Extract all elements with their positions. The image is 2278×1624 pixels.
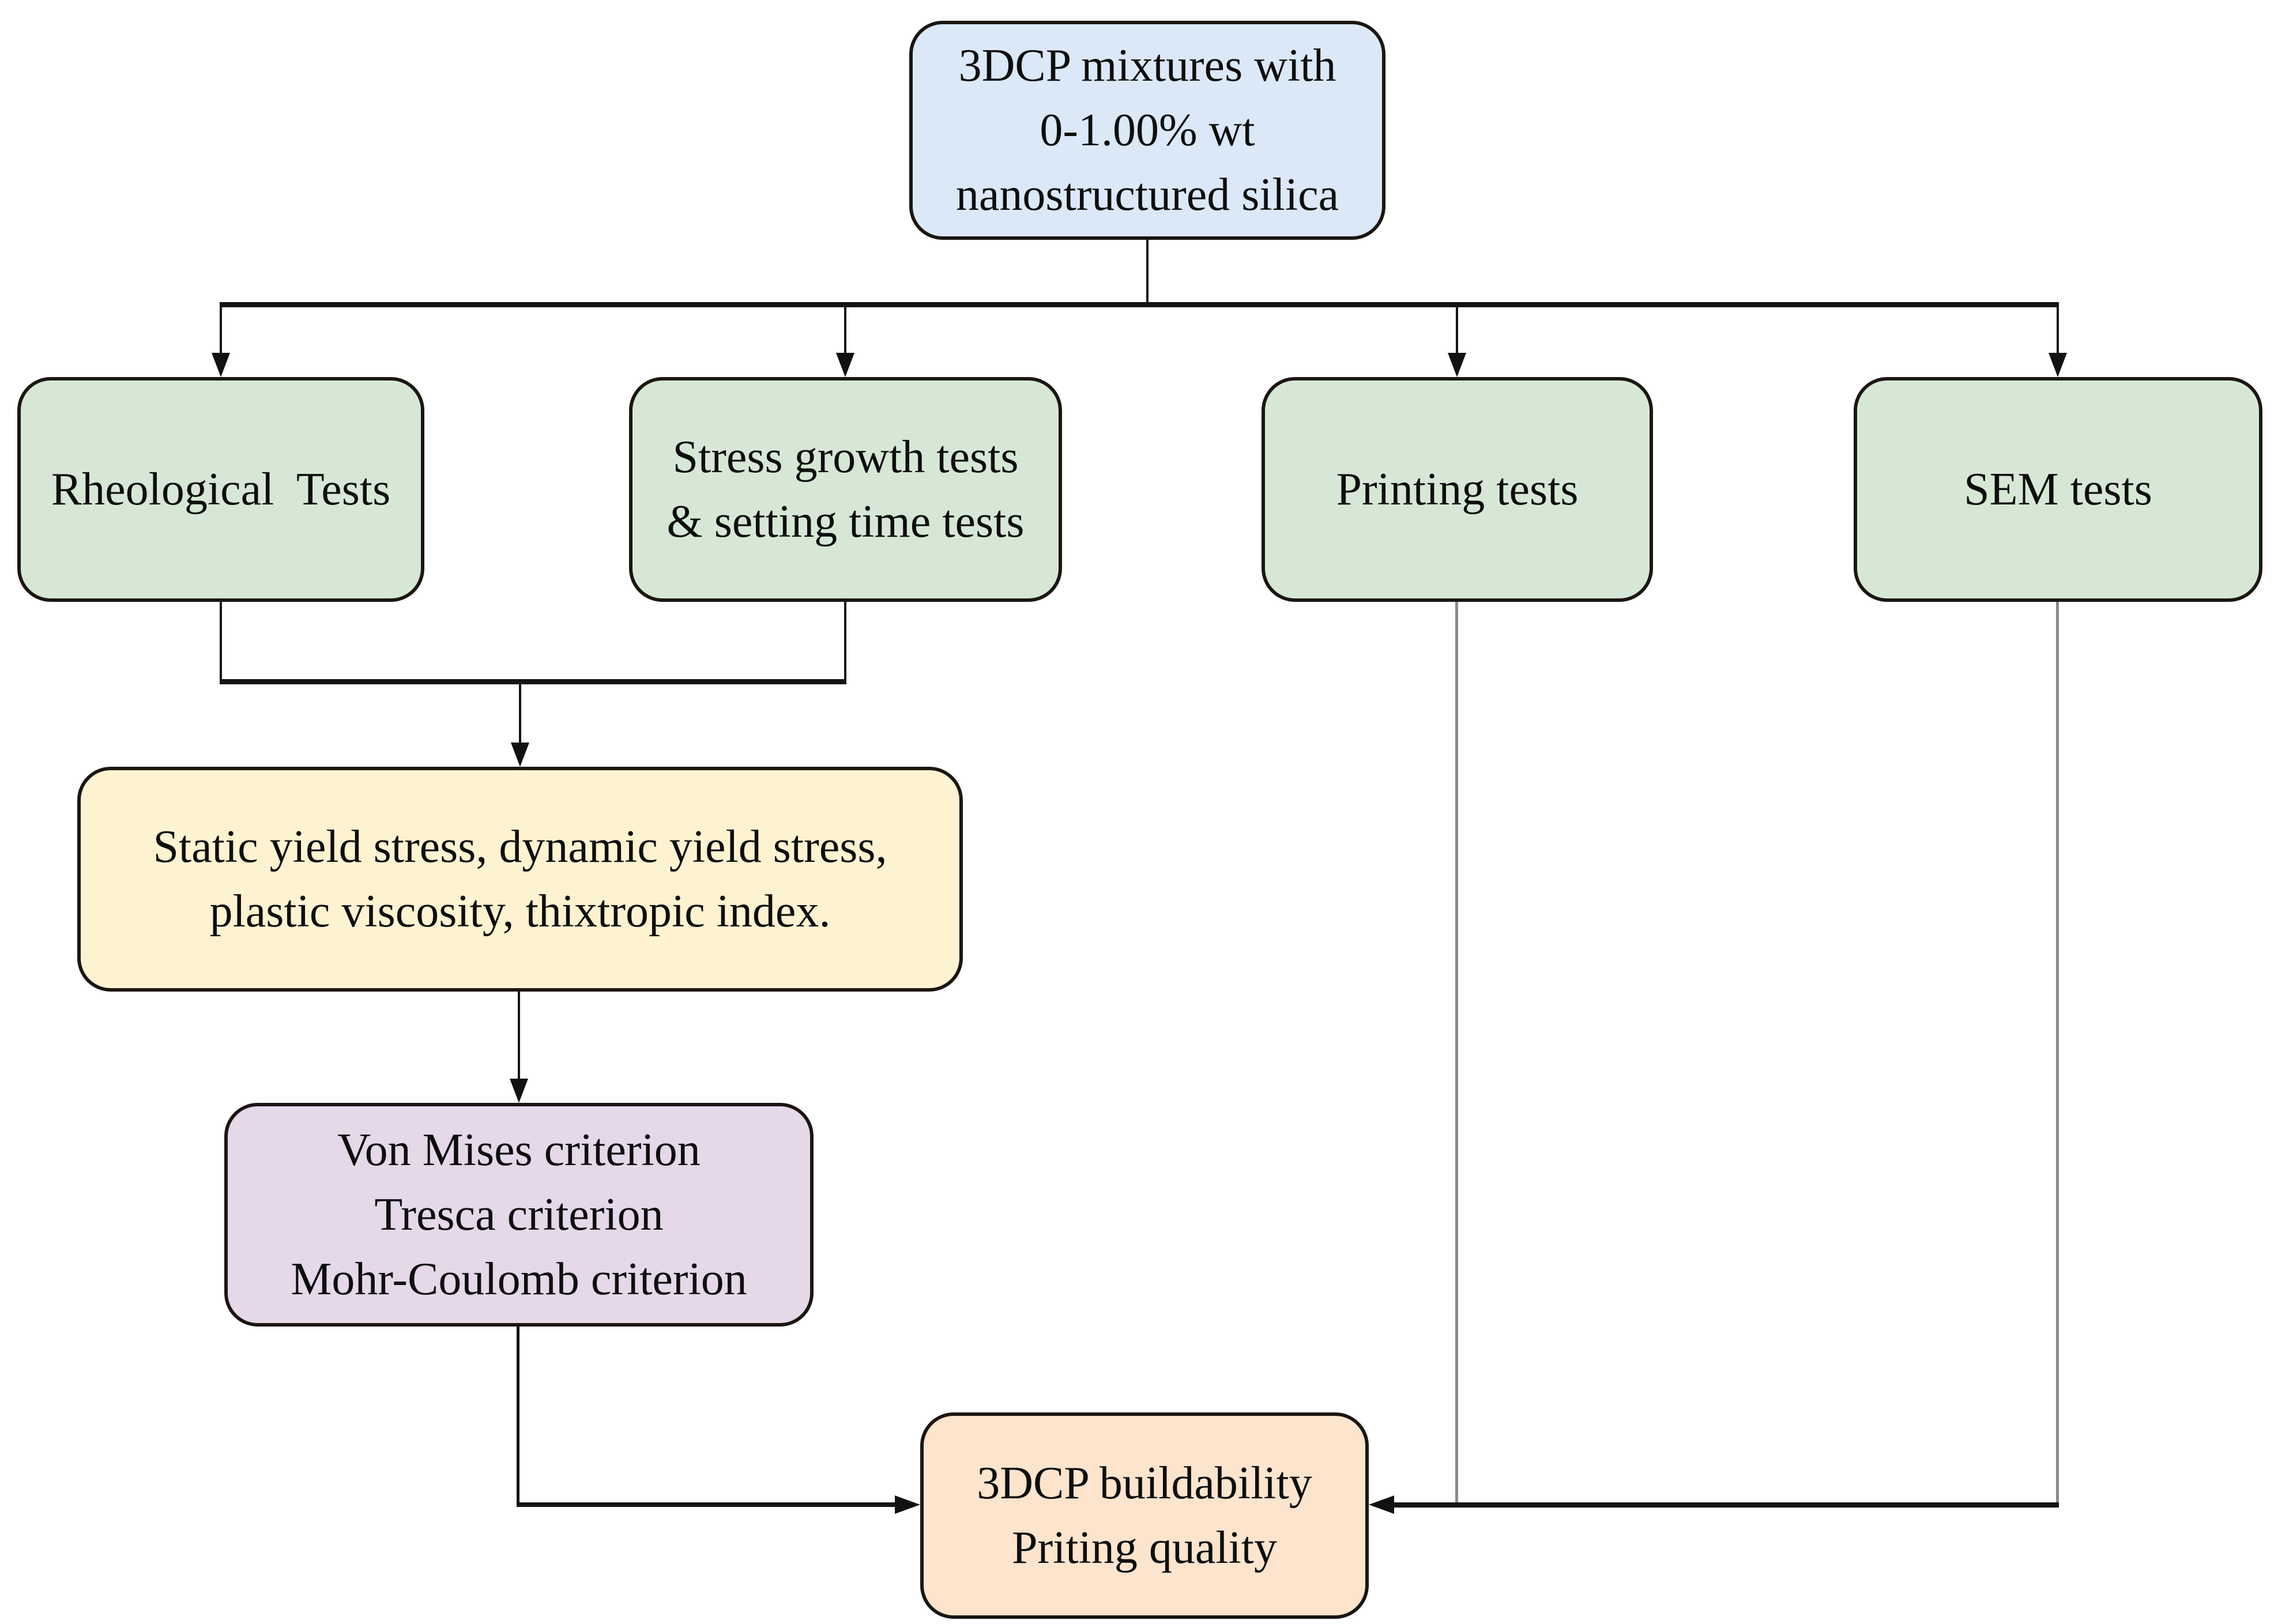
node-rheological-tests-label: Rheological Tests bbox=[51, 464, 391, 515]
connector-drop-stress bbox=[844, 304, 846, 355]
node-3dcp-mixtures: 3DCP mixtures with 0-1.00% wt nanostruct… bbox=[909, 21, 1385, 240]
node-failure-criteria-line1: Von Mises criterion bbox=[337, 1125, 701, 1175]
connector-root-stem bbox=[1146, 239, 1149, 306]
connector-sem-long-drop bbox=[2056, 601, 2059, 1507]
node-3dcp-mixtures-line3: nanostructured silica bbox=[955, 169, 1339, 220]
node-rheological-parameters-line1: Static yield stress, dynamic yield stres… bbox=[153, 822, 887, 872]
node-rheological-parameters-line2: plastic viscosity, thixtropic index. bbox=[209, 886, 831, 937]
arrowhead-into-outcome-left bbox=[895, 1495, 920, 1514]
connector-stress-down bbox=[844, 601, 846, 683]
node-printing-tests-label: Printing tests bbox=[1336, 464, 1579, 515]
connector-printing-long-drop bbox=[1455, 601, 1458, 1505]
connector-branch-bar bbox=[220, 302, 2059, 307]
node-failure-criteria: Von Mises criterion Tresca criterion Moh… bbox=[224, 1103, 814, 1327]
connector-merge-drop bbox=[519, 683, 521, 744]
node-sem-tests-label: SEM tests bbox=[1964, 464, 2152, 515]
connector-merge-bar bbox=[220, 679, 846, 684]
node-outcome-line1: 3DCP buildability bbox=[977, 1458, 1312, 1509]
node-outcome: 3DCP buildability Priting quality bbox=[920, 1412, 1369, 1619]
node-rheological-parameters: Static yield stress, dynamic yield stres… bbox=[77, 767, 963, 992]
node-rheological-tests: Rheological Tests bbox=[17, 377, 424, 602]
node-printing-tests: Printing tests bbox=[1262, 377, 1653, 602]
node-stress-growth-line2: & setting time tests bbox=[667, 496, 1025, 547]
node-stress-growth-line1: Stress growth tests bbox=[672, 432, 1019, 483]
connector-rheological-down bbox=[220, 601, 222, 683]
arrowhead-into-stress bbox=[836, 353, 854, 377]
connector-params-to-criteria bbox=[518, 990, 520, 1080]
arrowhead-into-printing bbox=[1448, 353, 1466, 377]
arrowhead-into-rheological bbox=[212, 353, 230, 377]
connector-criteria-down bbox=[517, 1325, 519, 1507]
arrowhead-into-params bbox=[511, 743, 529, 767]
connector-right-merge-bar bbox=[1393, 1502, 2059, 1508]
node-failure-criteria-line2: Tresca criterion bbox=[374, 1189, 664, 1240]
arrowhead-into-sem bbox=[2049, 353, 2067, 377]
connector-drop-rheological bbox=[220, 304, 222, 355]
connector-drop-sem bbox=[2057, 304, 2059, 355]
node-stress-growth-setting-tests: Stress growth tests & setting time tests bbox=[629, 377, 1062, 602]
node-outcome-line2: Priting quality bbox=[1012, 1523, 1277, 1573]
node-failure-criteria-line3: Mohr-Coulomb criterion bbox=[291, 1254, 747, 1305]
node-3dcp-mixtures-line2: 0-1.00% wt bbox=[1040, 105, 1255, 156]
arrowhead-into-criteria bbox=[510, 1079, 528, 1103]
arrowhead-into-outcome-right bbox=[1369, 1495, 1394, 1514]
node-sem-tests: SEM tests bbox=[1854, 377, 2262, 602]
node-3dcp-mixtures-line1: 3DCP mixtures with bbox=[958, 40, 1336, 91]
connector-criteria-right bbox=[517, 1502, 897, 1507]
connector-drop-printing bbox=[1456, 304, 1458, 355]
